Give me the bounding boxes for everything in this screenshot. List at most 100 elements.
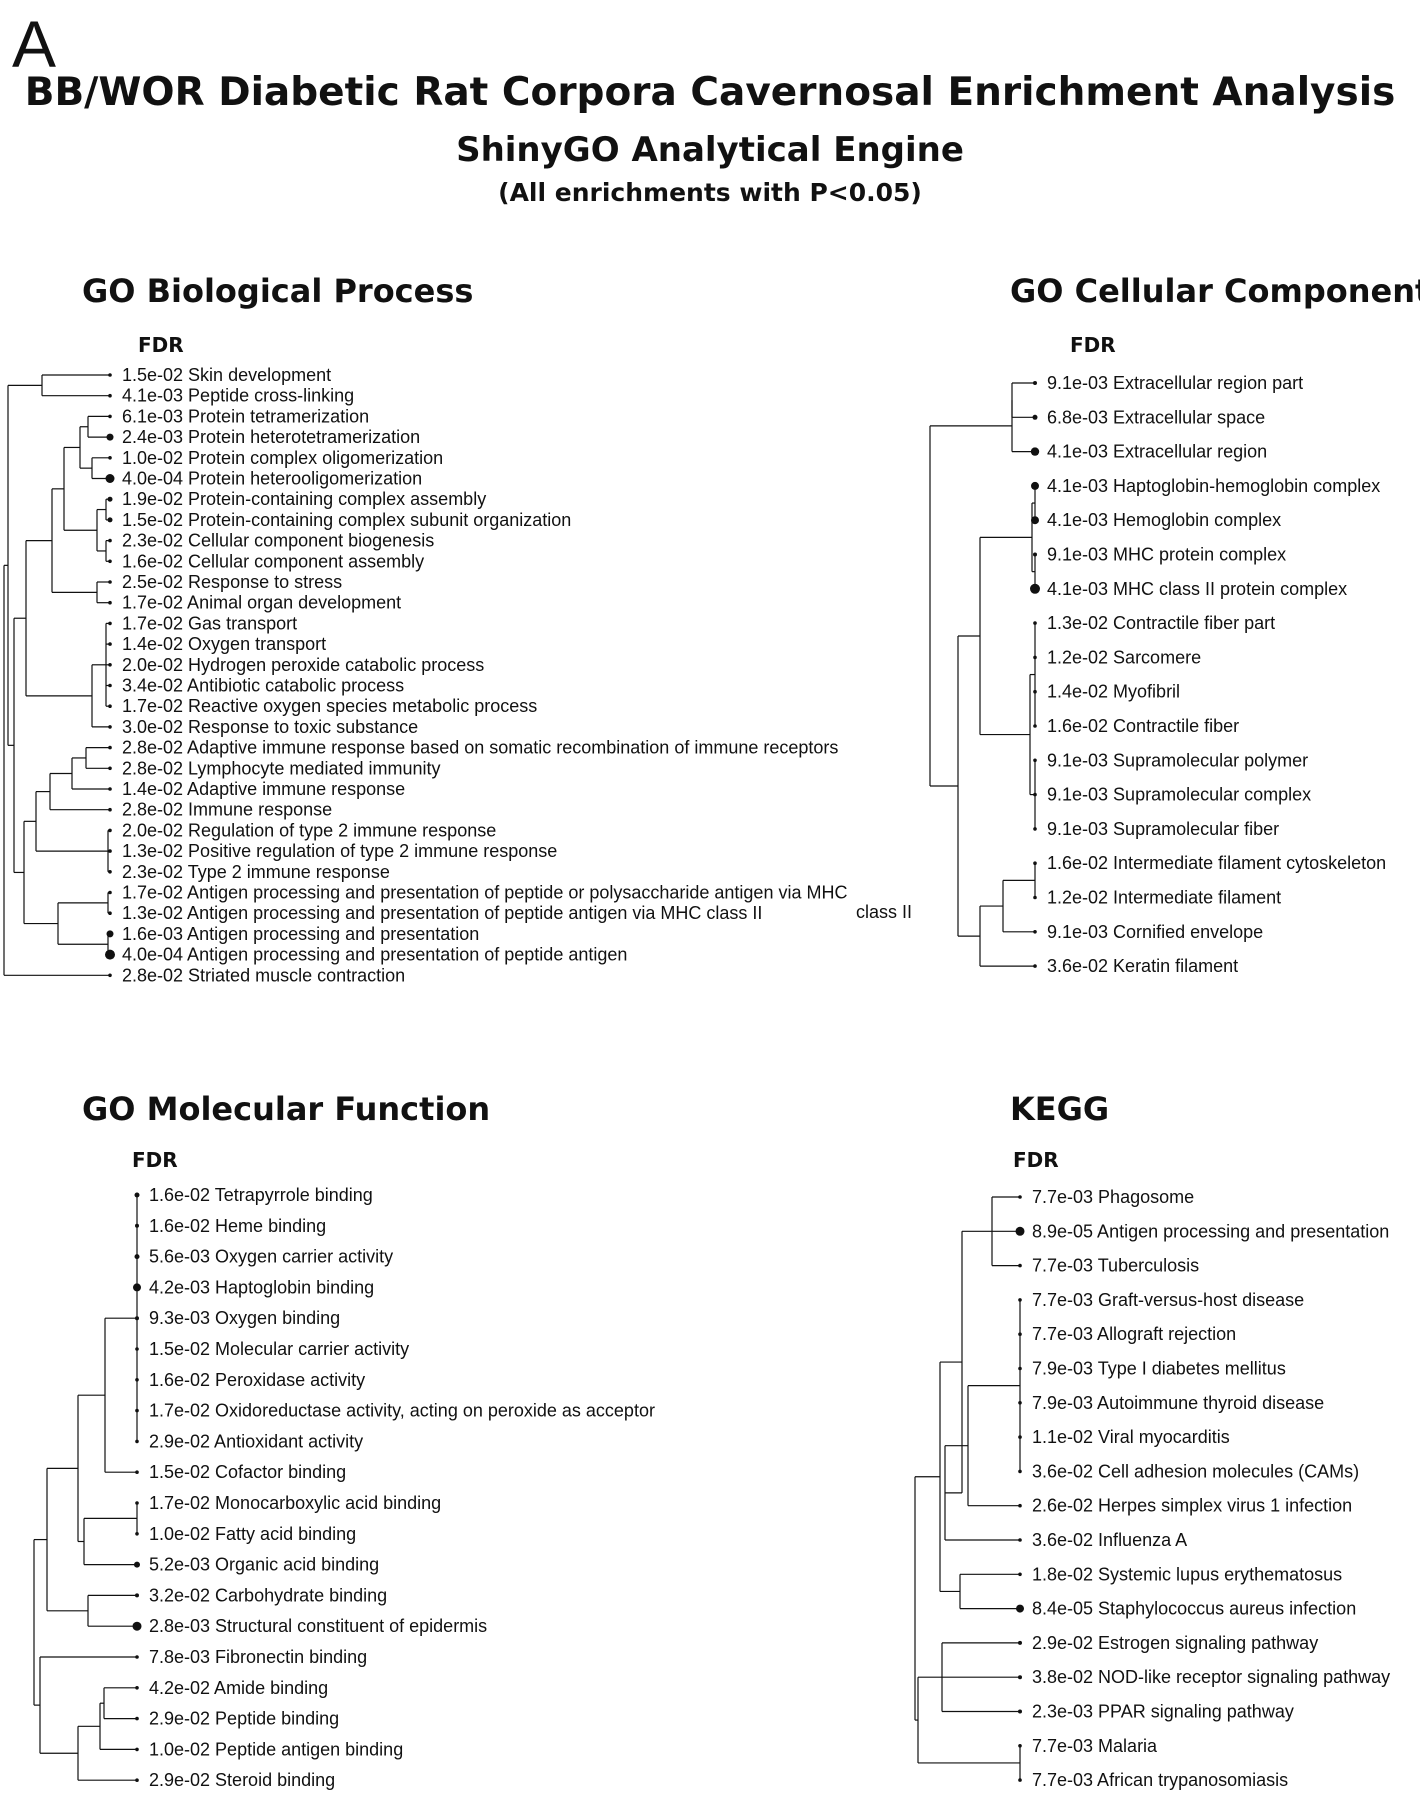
cc-term-label: 1.3e-02 Contractile fiber part [1047,613,1275,633]
bp-term-label: 2.0e-02 Regulation of type 2 immune resp… [122,820,496,840]
kegg-term-label: 3.8e-02 NOD-like receptor signaling path… [1032,1667,1390,1687]
kegg-term-label: 2.9e-02 Estrogen signaling pathway [1032,1633,1318,1653]
bp-term-label: 4.0e-04 Protein heterooligomerization [122,469,422,489]
cc-term-label: 1.2e-02 Sarcomere [1047,647,1201,667]
kegg-fdr-label: FDR [1013,1148,1059,1172]
mf-term-label: 4.2e-03 Haptoglobin binding [149,1277,374,1297]
cc-term-label: 4.1e-03 MHC class II protein complex [1047,579,1347,599]
bp-term-label: 4.0e-04 Antigen processing and presentat… [122,945,627,965]
kegg-term-label: 2.6e-02 Herpes simplex virus 1 infection [1032,1496,1352,1516]
cc-fdr-label: FDR [1070,333,1116,357]
bp-term-label: 1.5e-02 Protein-containing complex subun… [122,510,571,530]
bp-term-label: 2.3e-02 Cellular component biogenesis [122,531,434,551]
cc-term-label: 1.6e-02 Intermediate filament cytoskelet… [1047,853,1386,873]
mf-term-label: 1.7e-02 Monocarboxylic acid binding [149,1493,441,1513]
mf-term-label: 9.3e-03 Oxygen binding [149,1308,340,1328]
kegg-term-label: 7.7e-03 Malaria [1032,1736,1158,1756]
mf-term-label: 2.9e-02 Peptide binding [149,1709,339,1729]
mf-title: GO Molecular Function [82,1090,491,1128]
panel-letter: A [12,7,57,81]
bp-term-label: 2.8e-02 Immune response [122,800,332,820]
bp-term-label: 2.8e-02 Adaptive immune response based o… [122,738,838,758]
bp-term-label: 2.8e-02 Striated muscle contraction [122,965,405,985]
cc-term-label: 9.1e-03 Supramolecular complex [1047,785,1311,805]
cc-title: GO Cellular Component [1010,272,1420,310]
bp-fdr-label: FDR [138,333,184,357]
bp-term-label: 1.7e-02 Gas transport [122,613,297,633]
cc-term-label: 9.1e-03 Supramolecular polymer [1047,750,1308,770]
kegg-leaf-dot [1018,1298,1022,1302]
kegg-term-label: 7.7e-03 Graft-versus-host disease [1032,1290,1304,1310]
mf-term-label: 1.6e-02 Tetrapyrrole binding [149,1185,373,1205]
bp-term-label: 1.7e-02 Animal organ development [122,593,401,613]
bp-label-overflow: class II [856,902,912,922]
cc-term-label: 6.8e-03 Extracellular space [1047,407,1265,427]
bp-term-label: 1.9e-02 Protein-containing complex assem… [122,489,486,509]
kegg-term-label: 1.8e-02 Systemic lupus erythematosus [1032,1564,1342,1584]
mf-term-label: 4.2e-02 Amide binding [149,1678,328,1698]
kegg-term-label: 7.9e-03 Type I diabetes mellitus [1032,1359,1286,1379]
bp-term-label: 1.4e-02 Adaptive immune response [122,779,405,799]
mf-term-label: 1.0e-02 Fatty acid binding [149,1524,356,1544]
bp-term-label: 2.8e-02 Lymphocyte mediated immunity [122,758,441,778]
bp-term-label: 1.0e-02 Protein complex oligomerization [122,448,443,468]
bp-term-label: 2.4e-03 Protein heterotetramerization [122,427,420,447]
figure-title: BB/WOR Diabetic Rat Corpora Cavernosal E… [24,70,1396,115]
bp-term-label: 1.6e-02 Cellular component assembly [122,551,424,571]
cc-term-label: 4.1e-03 Hemoglobin complex [1047,510,1281,530]
mf-term-label: 2.9e-02 Antioxidant activity [149,1431,363,1451]
bp-term-label: 2.3e-02 Type 2 immune response [122,862,390,882]
bp-term-label: 1.3e-02 Positive regulation of type 2 im… [122,841,557,861]
mf-term-label: 5.2e-03 Organic acid binding [149,1555,379,1575]
bp-term-label: 1.7e-02 Reactive oxygen species metaboli… [122,696,537,716]
mf-term-label: 1.5e-02 Cofactor binding [149,1462,346,1482]
bp-term-label: 1.3e-02 Antigen processing and presentat… [122,903,762,923]
cc-term-label: 4.1e-03 Haptoglobin-hemoglobin complex [1047,476,1380,496]
figure-subtitle: ShinyGO Analytical Engine [456,130,964,170]
kegg-term-label: 7.7e-03 Tuberculosis [1032,1256,1199,1276]
kegg-term-label: 7.9e-03 Autoimmune thyroid disease [1032,1393,1324,1413]
kegg-title: KEGG [1010,1090,1110,1128]
cc-term-label: 9.1e-03 Cornified envelope [1047,922,1263,942]
mf-term-label: 3.2e-02 Carbohydrate binding [149,1585,387,1605]
kegg-term-label: 7.7e-03 Phagosome [1032,1187,1194,1207]
kegg-term-label: 7.7e-03 Allograft rejection [1032,1324,1236,1344]
cc-term-label: 9.1e-03 Extracellular region part [1047,373,1303,393]
mf-term-label: 2.9e-02 Steroid binding [149,1770,335,1790]
kegg-term-label: 2.3e-03 PPAR signaling pathway [1032,1702,1294,1722]
kegg-term-label: 3.6e-02 Influenza A [1032,1530,1187,1550]
cc-term-label: 9.1e-03 Supramolecular fiber [1047,819,1279,839]
bp-term-label: 4.1e-03 Peptide cross-linking [122,386,354,406]
mf-term-label: 2.8e-03 Structural constituent of epider… [149,1616,487,1636]
bp-term-label: 1.4e-02 Oxygen transport [122,634,326,654]
cc-term-label: 9.1e-03 MHC protein complex [1047,545,1286,565]
figure-note: (All enrichments with P<0.05) [498,178,922,207]
kegg-term-label: 8.4e-05 Staphylococcus aureus infection [1032,1599,1356,1619]
bp-term-label: 1.6e-03 Antigen processing and presentat… [122,924,479,944]
kegg-term-label: 1.1e-02 Viral myocarditis [1032,1427,1230,1447]
kegg-term-label: 8.9e-05 Antigen processing and presentat… [1032,1221,1389,1241]
cc-term-label: 4.1e-03 Extracellular region [1047,442,1267,462]
bp-term-label: 1.7e-02 Antigen processing and presentat… [122,883,847,903]
mf-term-label: 1.0e-02 Peptide antigen binding [149,1739,403,1759]
bp-term-label: 1.5e-02 Skin development [122,365,331,385]
mf-term-label: 1.6e-02 Heme binding [149,1216,326,1236]
kegg-term-label: 3.6e-02 Cell adhesion molecules (CAMs) [1032,1461,1359,1481]
mf-term-label: 5.6e-03 Oxygen carrier activity [149,1247,393,1267]
bp-term-label: 3.0e-02 Response to toxic substance [122,717,418,737]
bp-term-label: 2.5e-02 Response to stress [122,572,342,592]
bp-term-label: 2.0e-02 Hydrogen peroxide catabolic proc… [122,655,484,675]
mf-fdr-label: FDR [132,1148,178,1172]
bp-title: GO Biological Process [82,272,474,310]
mf-term-label: 1.6e-02 Peroxidase activity [149,1370,365,1390]
cc-term-label: 1.4e-02 Myofibril [1047,682,1180,702]
mf-term-label: 1.5e-02 Molecular carrier activity [149,1339,409,1359]
mf-term-label: 7.8e-03 Fibronectin binding [149,1647,367,1667]
bp-term-label: 3.4e-02 Antibiotic catabolic process [122,676,404,696]
mf-term-label: 1.7e-02 Oxidoreductase activity, acting … [149,1401,655,1421]
bp-term-label: 6.1e-03 Protein tetramerization [122,406,369,426]
cc-term-label: 1.6e-02 Contractile fiber [1047,716,1239,736]
cc-term-label: 3.6e-02 Keratin filament [1047,956,1238,976]
cc-term-label: 1.2e-02 Intermediate filament [1047,888,1281,908]
